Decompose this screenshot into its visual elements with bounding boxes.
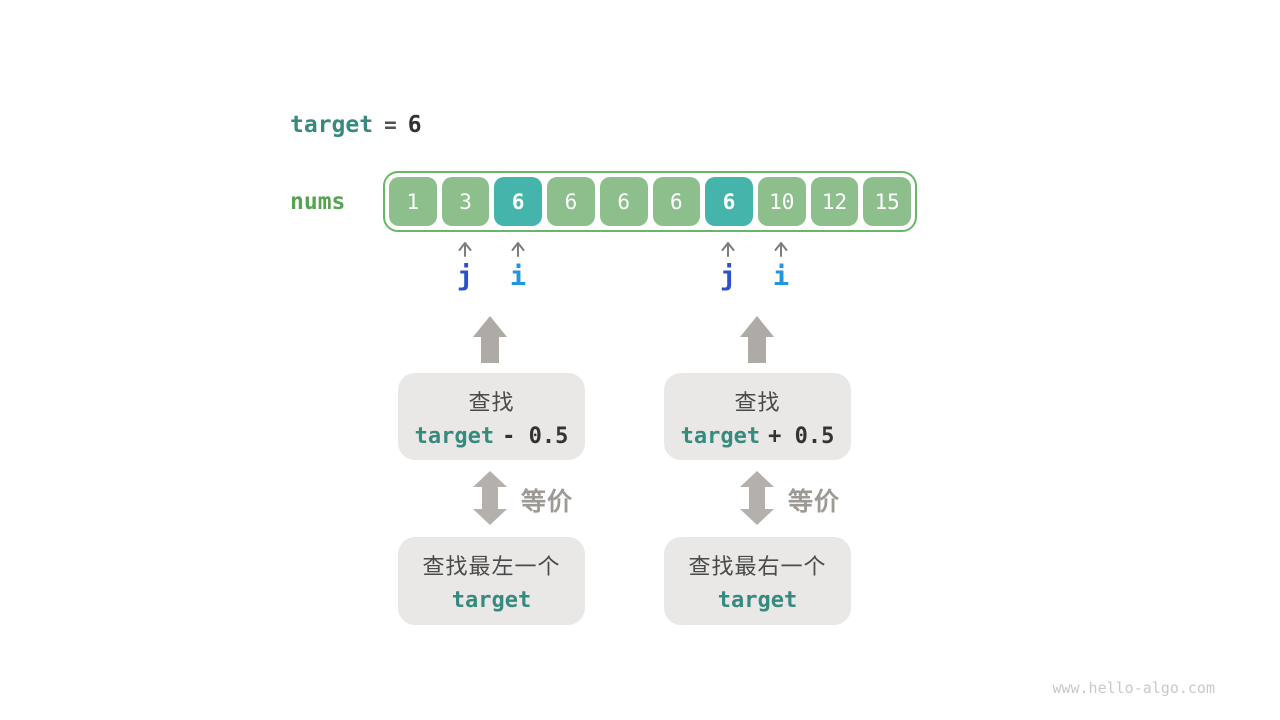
pointer-label-j: j bbox=[719, 261, 737, 292]
result-keyword-line: target bbox=[718, 588, 797, 613]
pointer-label-i: i bbox=[509, 261, 527, 292]
search-expression: target - 0.5 bbox=[415, 424, 569, 449]
expr-keyword: target bbox=[414, 423, 495, 449]
pointer-caret-icon bbox=[458, 242, 472, 257]
result-keyword-line: target bbox=[452, 588, 531, 613]
result-box-left: 查找最左一个 target bbox=[398, 537, 585, 625]
equivalence-double-arrow-icon bbox=[473, 471, 507, 525]
up-arrow-icon bbox=[473, 316, 507, 363]
expr-keyword: target bbox=[680, 423, 761, 449]
array-cell: 6 bbox=[547, 177, 595, 226]
target-keyword: target bbox=[290, 112, 374, 138]
result-label: 查找最右一个 bbox=[688, 554, 827, 579]
array-cell: 1 bbox=[389, 177, 437, 226]
target-value: 6 bbox=[407, 112, 422, 138]
equivalence-label: 等价 bbox=[521, 488, 574, 516]
array-cell: 12 bbox=[810, 177, 859, 226]
array-cell: 15 bbox=[863, 177, 912, 226]
pointer-caret-icon bbox=[774, 242, 788, 257]
array-cell: 6 bbox=[494, 177, 543, 226]
pointer-label-j: j bbox=[456, 261, 474, 292]
expr-operator: - 0.5 bbox=[502, 423, 569, 449]
up-arrow-icon bbox=[740, 316, 774, 363]
pointer-label-i: i bbox=[772, 261, 790, 292]
expr-operator: + 0.5 bbox=[768, 423, 835, 449]
search-expr-box-left: 查找 target - 0.5 bbox=[398, 373, 585, 460]
search-expression: target + 0.5 bbox=[681, 424, 835, 449]
array-cell: 6 bbox=[705, 177, 753, 226]
array-cell: 3 bbox=[441, 177, 490, 226]
result-label: 查找最左一个 bbox=[422, 554, 561, 579]
result-keyword: target bbox=[717, 588, 798, 613]
equivalence-label: 等价 bbox=[788, 488, 841, 516]
watermark: www.hello-algo.com bbox=[1052, 679, 1215, 697]
target-assignment: target = 6 bbox=[290, 112, 422, 138]
equivalence-double-arrow-icon bbox=[740, 471, 774, 525]
array-cell: 6 bbox=[652, 177, 701, 226]
result-box-right: 查找最右一个 target bbox=[664, 537, 851, 625]
array-cell: 10 bbox=[757, 177, 806, 226]
pointer-caret-icon bbox=[721, 242, 735, 257]
pointer-caret-icon bbox=[511, 242, 525, 257]
nums-label: nums bbox=[290, 189, 346, 215]
search-label: 查找 bbox=[468, 389, 515, 415]
result-keyword: target bbox=[451, 588, 532, 613]
nums-array: 1 3 6 6 6 6 6 10 12 15 bbox=[383, 171, 917, 232]
search-label: 查找 bbox=[734, 389, 781, 415]
array-cell: 6 bbox=[599, 177, 648, 226]
search-expr-box-right: 查找 target + 0.5 bbox=[664, 373, 851, 460]
equals-sign: = bbox=[384, 113, 397, 137]
